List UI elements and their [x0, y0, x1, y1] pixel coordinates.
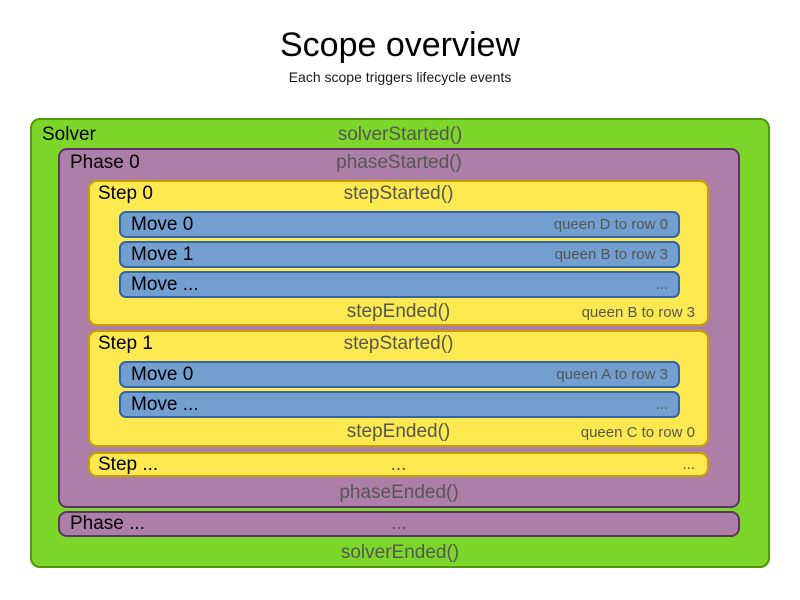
- step-more-scope-box: Step ... ... ...: [88, 452, 709, 477]
- phase0-ended-event: phaseEnded(): [339, 482, 459, 503]
- move-row: Move ... ...: [119, 391, 680, 418]
- move-row: Move 1 queen B to row 3: [119, 241, 680, 268]
- step1-scope-box: Step 1 stepStarted() Move 0 queen A to r…: [88, 330, 709, 447]
- solver-footer-row: solverEnded(): [32, 540, 768, 566]
- step1-ended-event: stepEnded(): [346, 421, 451, 442]
- step1-label: Step 1: [98, 333, 153, 354]
- phase-more-row: Phase ... ...: [60, 513, 738, 535]
- step-more-label: Step ...: [98, 453, 159, 475]
- phase0-header-row: Phase 0 phaseStarted(): [60, 150, 738, 176]
- step-more-row: Step ... ... ...: [90, 454, 707, 475]
- step0-ended-event: stepEnded(): [346, 301, 451, 322]
- move-row: Move 0 queen A to row 3: [119, 361, 680, 388]
- solver-started-event: solverStarted(): [337, 124, 463, 145]
- phase0-scope-box: Phase 0 phaseStarted() Step 0 stepStarte…: [58, 148, 740, 508]
- move-note: ...: [655, 396, 668, 413]
- move-label: Move 0: [131, 363, 194, 385]
- move-row: Move 0 queen D to row 0: [119, 211, 680, 238]
- page-subtitle: Each scope triggers lifecycle events: [288, 69, 512, 85]
- step1-started-event: stepStarted(): [343, 333, 454, 354]
- move-note: queen B to row 3: [554, 246, 668, 263]
- move-label: Move 0: [131, 213, 194, 235]
- solver-header-row: Solver solverStarted(): [32, 122, 768, 148]
- page-title: Scope overview: [279, 26, 520, 64]
- step-more-center-ellipsis: ...: [390, 453, 407, 475]
- phase0-label: Phase 0: [70, 152, 140, 173]
- move-note: ...: [655, 276, 668, 293]
- step0-header-row: Step 0 stepStarted(): [90, 182, 707, 206]
- phase-more-label: Phase ...: [70, 513, 145, 534]
- step1-footer-row: stepEnded() queen C to row 0: [90, 419, 707, 445]
- move-row: Move ... ...: [119, 271, 680, 298]
- solver-label: Solver: [42, 124, 96, 145]
- phase-more-center-ellipsis: ...: [391, 513, 407, 534]
- step0-label: Step 0: [98, 183, 153, 204]
- solver-ended-event: solverEnded(): [340, 542, 460, 563]
- step0-started-event: stepStarted(): [343, 183, 454, 204]
- phase0-started-event: phaseStarted(): [336, 152, 462, 173]
- move-note: queen A to row 3: [556, 366, 668, 383]
- step0-scope-box: Step 0 stepStarted() Move 0 queen D to r…: [88, 180, 709, 326]
- step-more-right-ellipsis: ...: [682, 456, 695, 473]
- move-label: Move ...: [131, 273, 199, 295]
- step1-header-row: Step 1 stepStarted(): [90, 332, 707, 356]
- step0-ended-note: queen B to row 3: [581, 303, 695, 321]
- move-label: Move ...: [131, 393, 199, 415]
- step0-footer-row: stepEnded() queen B to row 3: [90, 299, 707, 325]
- move-label: Move 1: [131, 243, 194, 265]
- phase-more-scope-box: Phase ... ...: [58, 511, 740, 537]
- phase0-footer-row: phaseEnded(): [60, 480, 738, 506]
- solver-scope-box: Solver solverStarted() Phase 0 phaseStar…: [30, 118, 770, 568]
- move-note: queen D to row 0: [553, 216, 668, 233]
- step1-ended-note: queen C to row 0: [580, 423, 695, 441]
